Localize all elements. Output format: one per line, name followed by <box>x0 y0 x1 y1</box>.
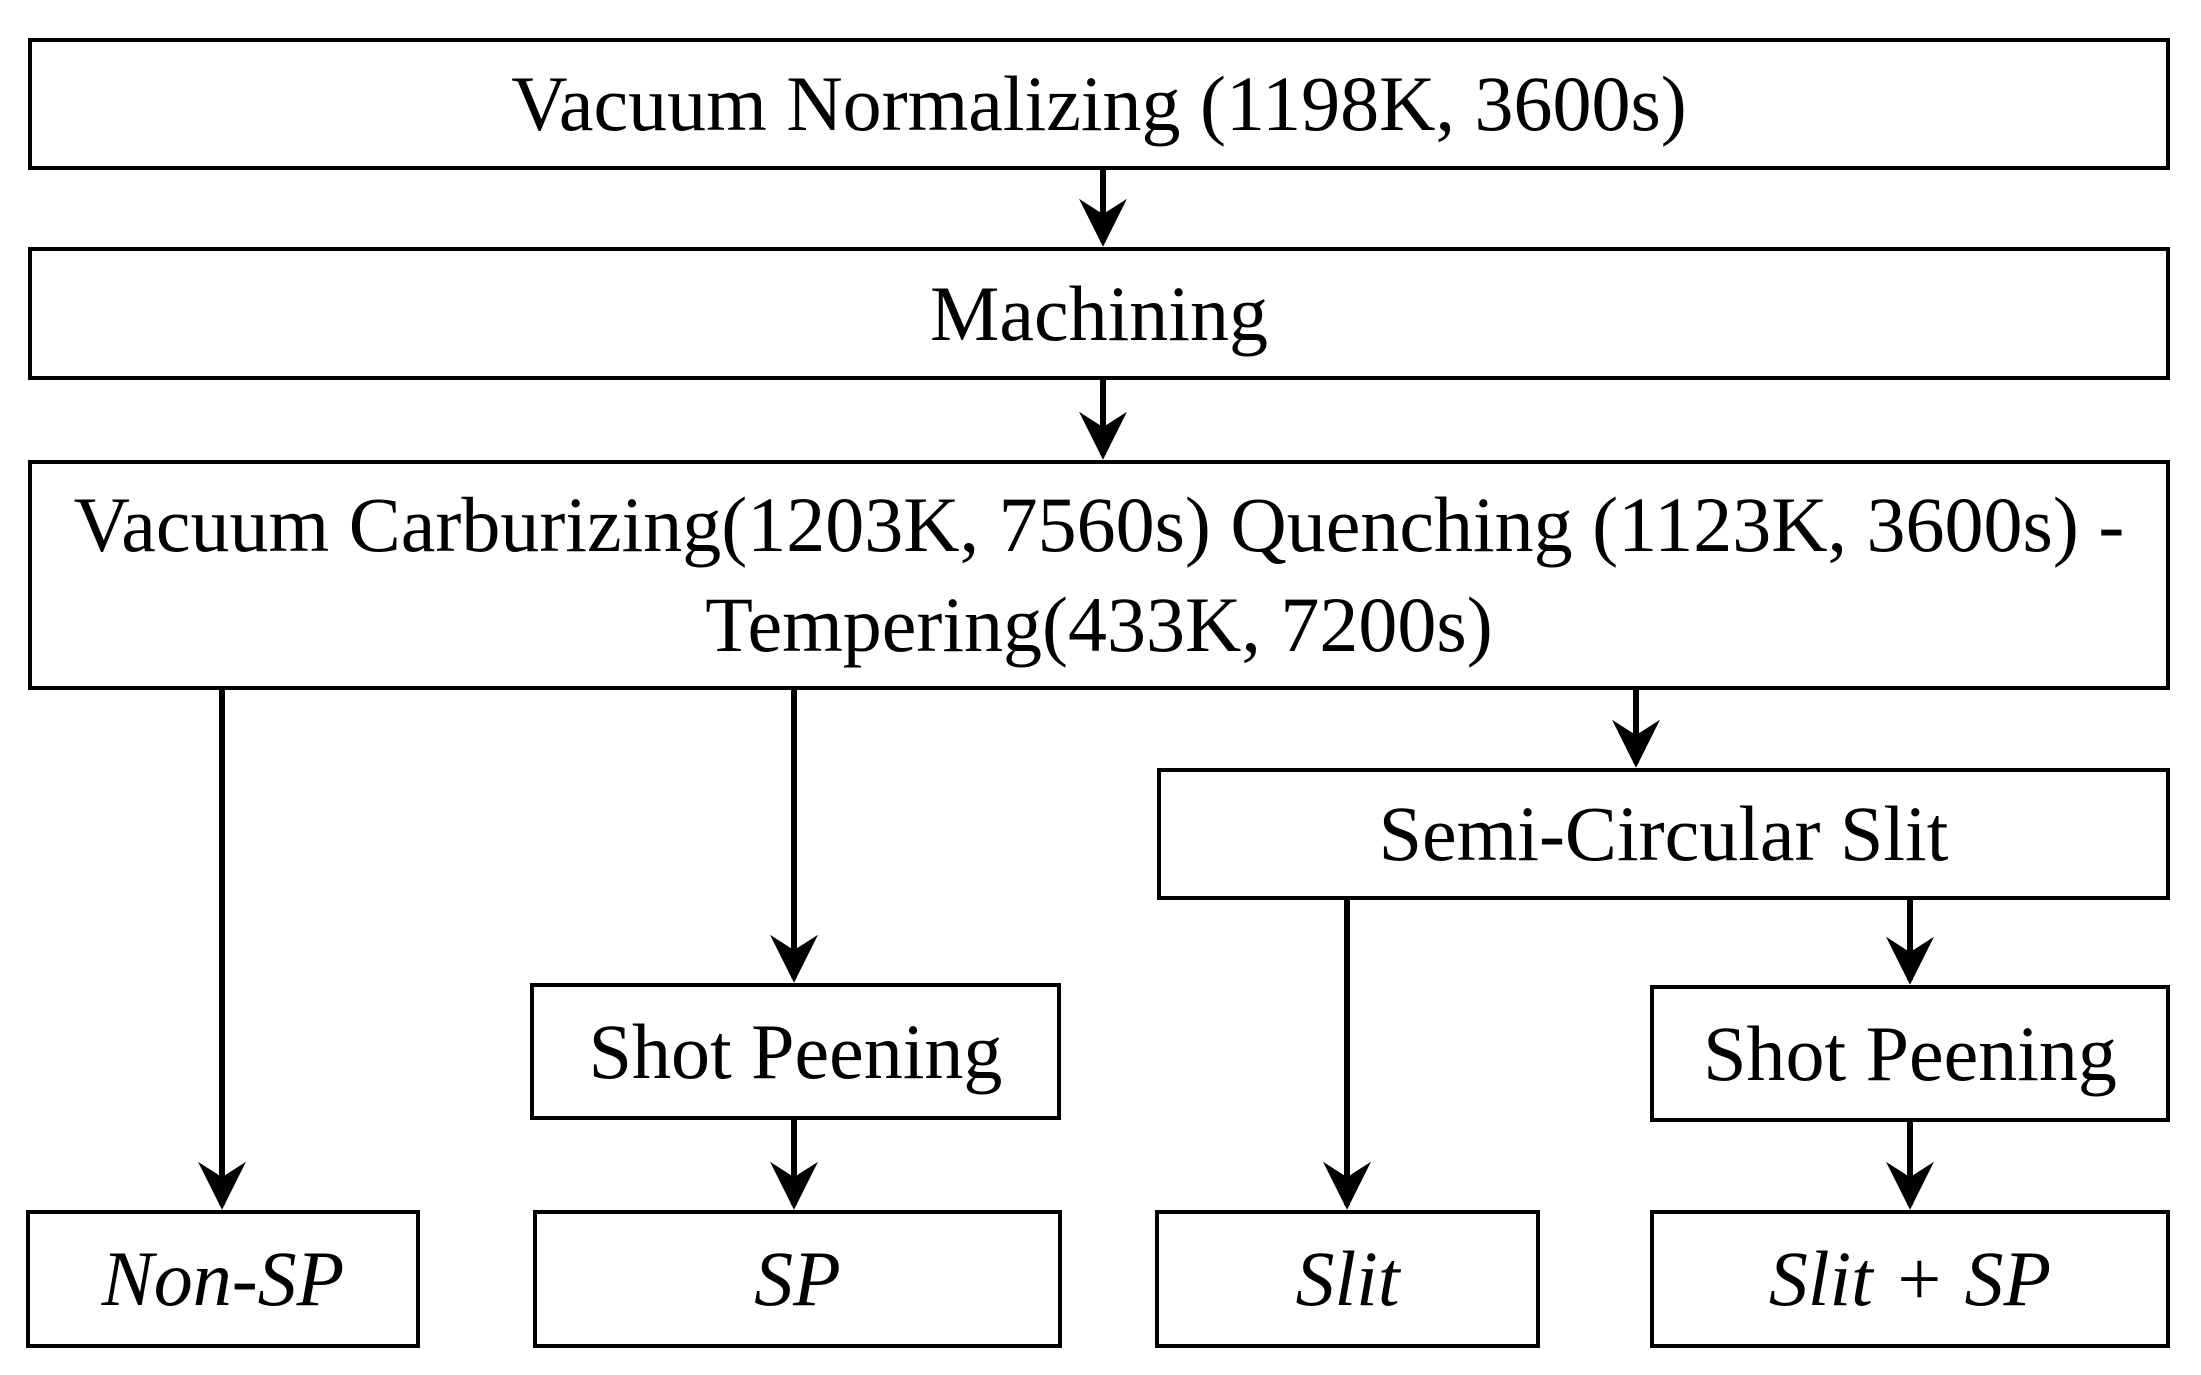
node-machining-label: Machining <box>930 269 1268 357</box>
node-slit-label: Slit <box>1295 1235 1400 1323</box>
node-shot-peening-right-label: Shot Peening <box>1703 1009 2117 1097</box>
node-slit: Slit <box>1155 1210 1540 1348</box>
node-carburizing-label-line2: Tempering(433K, 7200s) <box>705 581 1493 668</box>
node-vacuum-normalizing: Vacuum Normalizing (1198K, 3600s) <box>28 38 2170 170</box>
node-carburizing-quenching-tempering: Vacuum Carburizing(1203K, 7560s) Quenchi… <box>28 460 2170 690</box>
node-sp-label: SP <box>754 1235 841 1323</box>
node-carburizing-label-line1: Vacuum Carburizing(1203K, 7560s) Quenchi… <box>73 481 2125 569</box>
node-semi-circular-slit: Semi-Circular Slit <box>1157 768 2170 900</box>
node-vacuum-normalizing-label: Vacuum Normalizing (1198K, 3600s) <box>511 60 1687 148</box>
node-slit-sp-label: Slit + SP <box>1768 1235 2052 1323</box>
node-non-sp-label: Non-SP <box>101 1235 345 1323</box>
node-shot-peening-left-label: Shot Peening <box>588 1007 1003 1095</box>
node-machining: Machining <box>28 247 2170 380</box>
node-sp: SP <box>533 1210 1062 1348</box>
node-shot-peening-left: Shot Peening <box>530 983 1061 1120</box>
node-slit-sp: Slit + SP <box>1650 1210 2170 1348</box>
node-shot-peening-right: Shot Peening <box>1650 985 2170 1122</box>
node-semi-circular-slit-label: Semi-Circular Slit <box>1378 790 1949 878</box>
node-non-sp: Non-SP <box>26 1210 420 1348</box>
